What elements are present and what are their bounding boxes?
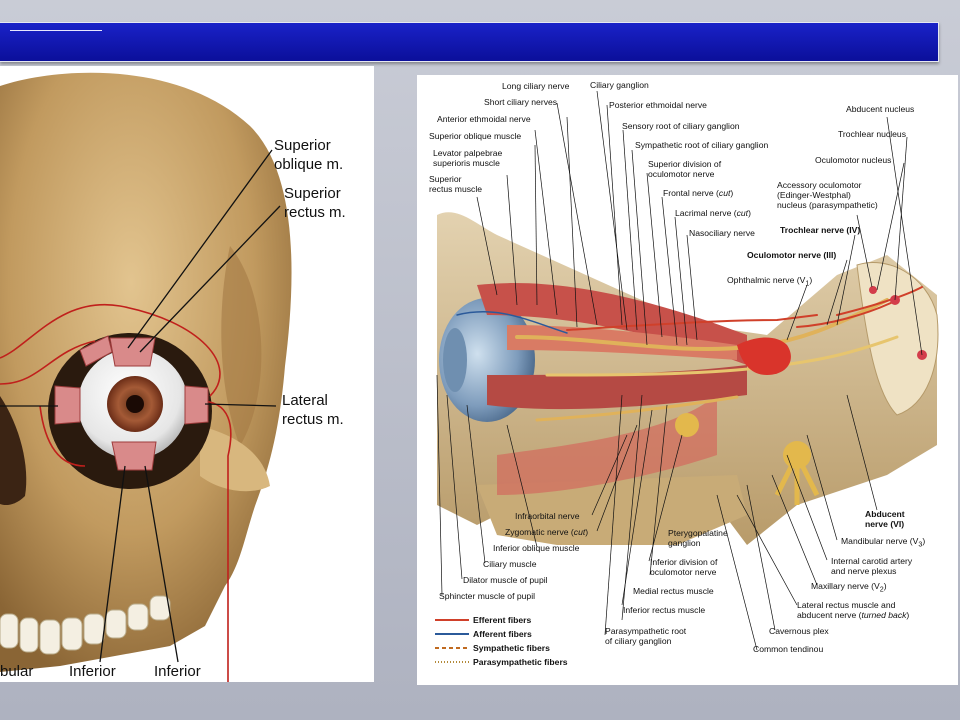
- title-underline: [10, 30, 102, 31]
- orbit-nerve-drawing: [435, 90, 939, 663]
- label-lateral-rectus: Lateral rectus m.: [282, 392, 344, 428]
- label-cavernous-plexus: Cavernous plex: [769, 626, 829, 636]
- legend-sympathetic: Sympathetic fibers: [473, 643, 550, 653]
- label-sympathetic-root: Sympathetic root of ciliary ganglion: [635, 140, 769, 150]
- label-common-tendinous: Common tendinou: [753, 644, 824, 654]
- label-sensory-root: Sensory root of ciliary ganglion: [622, 121, 740, 131]
- label-anterior-ethmoidal: Anterior ethmoidal nerve: [437, 114, 531, 124]
- skull-drawing: [0, 72, 292, 682]
- label-bottom-1: bular: [0, 663, 34, 680]
- label-zygomatic: Zygomatic nerve (cut): [505, 527, 589, 537]
- orbital-nerves-panel: Long ciliary nerve Ciliary ganglion Shor…: [417, 75, 958, 685]
- skull-illustration-panel: Superior oblique m. Superior rectus m. L…: [0, 66, 374, 682]
- label-frontal-nerve: Frontal nerve (cut): [663, 188, 734, 198]
- label-trochlear-nerve: Trochlear nerve (IV): [780, 225, 861, 235]
- label-ciliary-ganglion: Ciliary ganglion: [590, 80, 649, 90]
- label-trochlear-nucleus: Trochlear nucleus: [838, 129, 906, 139]
- label-bottom-2: Inferior: [69, 663, 116, 680]
- label-inferior-oblique: Inferior oblique muscle: [493, 543, 580, 553]
- label-medial-rectus: Medial rectus muscle: [633, 586, 714, 596]
- label-lacrimal-nerve: Lacrimal nerve (cut): [675, 208, 751, 218]
- label-maxillary-nerve: Maxillary nerve (V2): [811, 581, 887, 594]
- title-banner: [0, 22, 939, 62]
- label-abducent-nucleus: Abducent nucleus: [846, 104, 915, 114]
- label-inferior-rectus: Inferior rectus muscle: [623, 605, 706, 615]
- label-accessory-oculomotor: Accessory oculomotor(Edinger-Westphal)nu…: [777, 180, 878, 210]
- label-superior-oblique-muscle: Superior oblique muscle: [429, 131, 522, 141]
- legend-afferent: Afferent fibers: [473, 629, 532, 639]
- label-bottom-3: Inferior: [154, 663, 201, 680]
- label-sphincter: Sphincter muscle of pupil: [439, 591, 536, 601]
- label-lateral-rectus-abducent: Lateral rectus muscle and abducent nerve…: [797, 600, 910, 620]
- label-oculomotor-nucleus: Oculomotor nucleus: [815, 155, 892, 165]
- label-ciliary-muscle: Ciliary muscle: [483, 559, 537, 569]
- label-dilator: Dilator muscle of pupil: [463, 575, 548, 585]
- label-posterior-ethmoidal: Posterior ethmoidal nerve: [609, 100, 707, 110]
- label-short-ciliary: Short ciliary nerves: [484, 97, 558, 107]
- label-infraorbital: Infraorbital nerve: [515, 511, 580, 521]
- legend-efferent: Efferent fibers: [473, 615, 532, 625]
- label-ophthalmic-nerve: Ophthalmic nerve (V1): [727, 275, 813, 288]
- label-nasociliary-nerve: Nasociliary nerve: [689, 228, 755, 238]
- label-mandibular-nerve: Mandibular nerve (V3): [841, 536, 926, 549]
- legend-parasympathetic: Parasympathetic fibers: [473, 657, 568, 667]
- label-superior-oblique: Superior oblique m.: [274, 137, 344, 173]
- label-oculomotor-nerve: Oculomotor nerve (III): [747, 250, 837, 260]
- label-superior-rectus: Superior rectus m.: [284, 185, 346, 221]
- label-long-ciliary: Long ciliary nerve: [502, 81, 570, 91]
